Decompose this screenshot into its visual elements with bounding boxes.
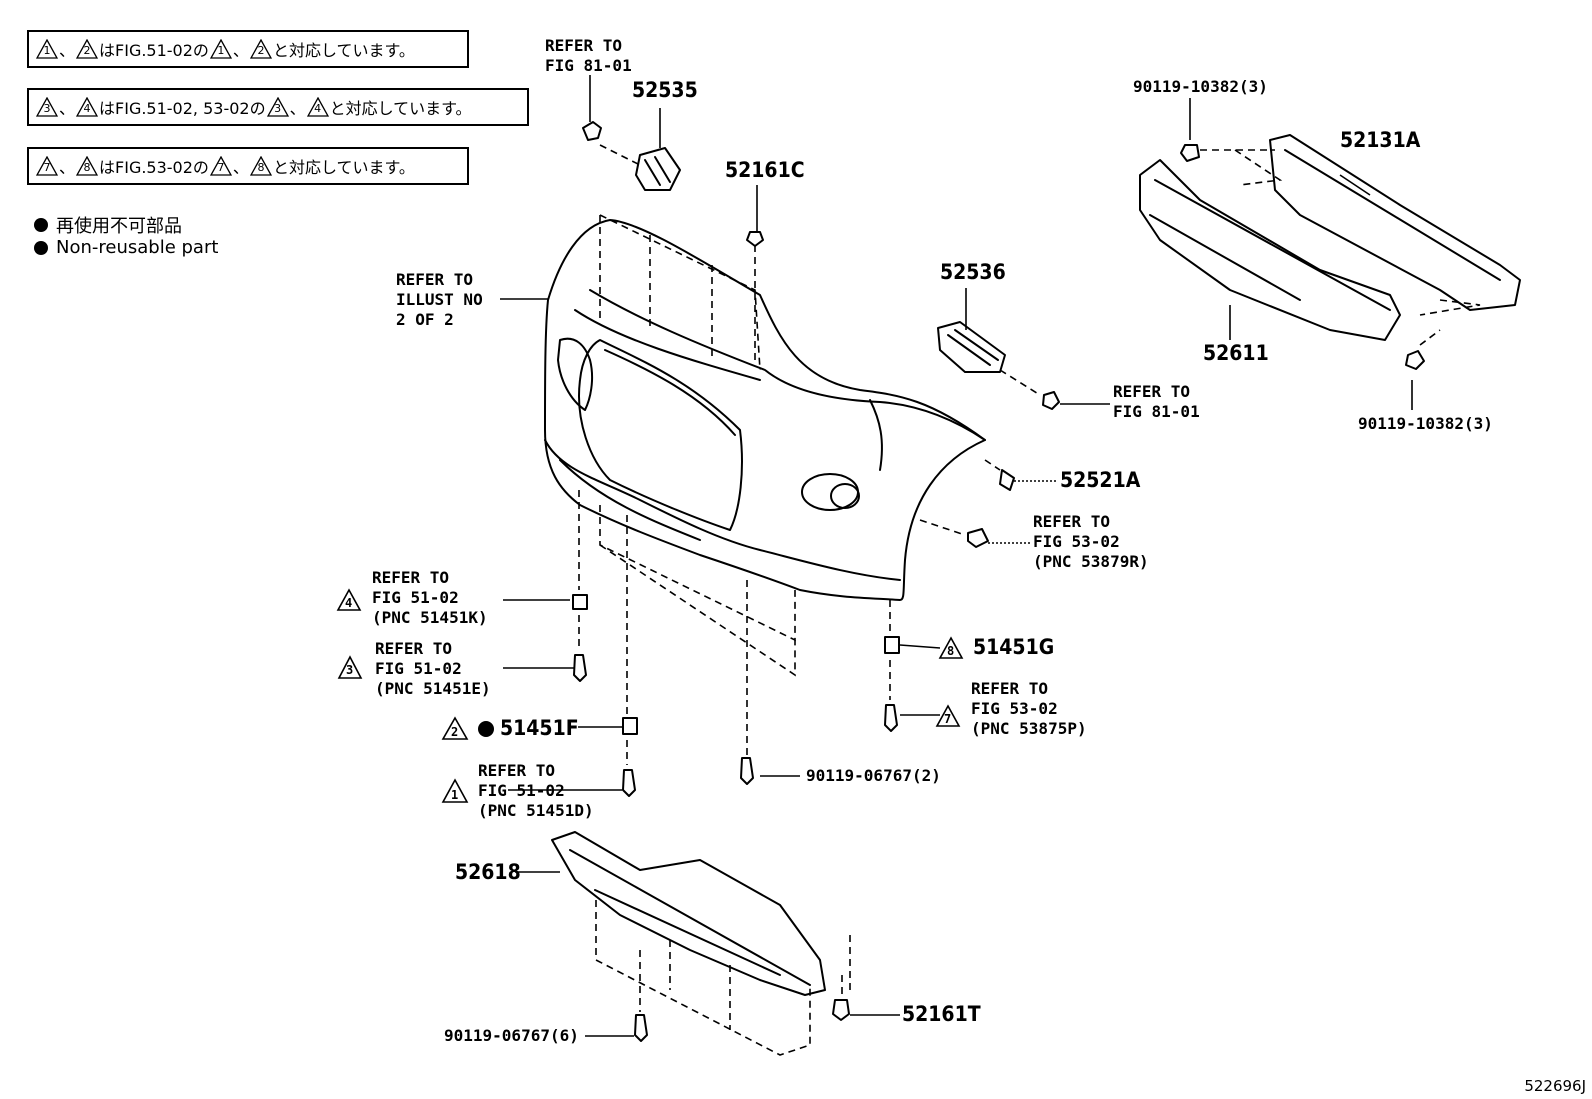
triangle-4-icon: 4	[306, 97, 329, 117]
note-text: はFIG.53-02の	[99, 158, 209, 177]
legend-en: Non-reusable part	[34, 237, 218, 258]
triangle-7-icon: 7	[209, 156, 232, 176]
bullet-icon	[34, 218, 48, 232]
note-text: はFIG.51-02の	[99, 41, 209, 60]
triangle-7-marker	[935, 704, 961, 727]
note-text: と対応しています。	[272, 158, 415, 177]
non-reusable-dot-icon	[478, 721, 494, 737]
note-separator: 、	[232, 41, 249, 60]
triangle-1-marker	[441, 778, 469, 803]
legend-jp-text: 再使用不可部品	[56, 216, 182, 237]
triangle-1-icon: 1	[209, 39, 232, 59]
tri-digit-4: 4	[345, 596, 353, 610]
triangle-3-icon: 3	[266, 97, 289, 117]
note-separator: 、	[232, 158, 249, 177]
note-box-1: 1 、 2 はFIG.51-02の 1 、 2 と対応しています。	[27, 30, 469, 68]
note-box-2: 3 、 4 はFIG.51-02, 53-02の 3 、 4 と対応しています。	[27, 88, 529, 126]
note-box-3: 7 、 8 はFIG.53-02の 7 、 8 と対応しています。	[27, 147, 469, 185]
label-52611: 52611	[1203, 341, 1269, 365]
triangle-8-icon: 8	[249, 156, 272, 176]
label-refer-fig-81-01-top: REFER TO FIG 81-01	[545, 36, 632, 75]
label-90119-10382-top: 90119-10382(3)	[1133, 77, 1268, 96]
under-cover-52618	[551, 831, 826, 996]
label-refer-pnc-51451D: REFER TO FIG 51-02 (PNC 51451D)	[478, 761, 594, 820]
label-52618: 52618	[455, 860, 521, 884]
label-51451F: 51451F	[500, 716, 579, 740]
label-52521A: 52521A	[1060, 468, 1141, 492]
absorber-52611	[1139, 159, 1401, 341]
tri-digit-2: 2	[451, 725, 459, 739]
label-refer-illust: REFER TO ILLUST NO 2 OF 2	[396, 270, 483, 329]
label-52161T: 52161T	[902, 1002, 981, 1026]
figure-code: 522696J	[1524, 1077, 1586, 1095]
label-51451G: 51451G	[973, 635, 1055, 659]
grille-opening	[578, 339, 743, 531]
note-text: と対応しています。	[272, 41, 415, 60]
tri-digit-8: 8	[947, 644, 955, 658]
triangle-4-icon: 4	[76, 97, 99, 117]
triangle-3-marker	[337, 655, 363, 679]
note-separator: 、	[289, 99, 306, 118]
triangle-8-marker	[938, 636, 964, 659]
note-separator: 、	[59, 99, 76, 118]
label-90119-06767-6: 90119-06767(6)	[444, 1026, 579, 1045]
triangle-8-icon: 8	[76, 156, 99, 176]
bracket-52535	[635, 147, 681, 191]
label-52536: 52536	[940, 260, 1006, 284]
triangle-4-marker	[336, 588, 362, 611]
note-text: と対応しています。	[329, 99, 472, 118]
tri-digit-3: 3	[346, 663, 354, 677]
label-refer-pnc-53879R: REFER TO FIG 53-02 (PNC 53879R)	[1033, 512, 1149, 571]
legend-en-text: Non-reusable part	[56, 237, 219, 258]
label-90119-10382-bottom: 90119-10382(3)	[1358, 414, 1493, 433]
tri-digit-1: 1	[451, 788, 459, 802]
bracket-52536	[937, 321, 1006, 373]
triangle-2-icon: 2	[249, 39, 272, 59]
triangle-2-marker	[441, 716, 469, 740]
label-refer-pnc-51451K: REFER TO FIG 51-02 (PNC 51451K)	[372, 568, 488, 627]
front-bumper-cover	[544, 219, 986, 601]
note-separator: 、	[59, 41, 76, 60]
label-90119-06767-2: 90119-06767(2)	[806, 766, 941, 785]
legend-jp: 再使用不可部品	[34, 212, 182, 238]
label-refer-pnc-51451E: REFER TO FIG 51-02 (PNC 51451E)	[375, 639, 491, 698]
note-text: はFIG.51-02, 53-02の	[99, 99, 266, 118]
label-52131A: 52131A	[1340, 128, 1421, 152]
triangle-1-icon: 1	[36, 39, 58, 59]
label-52161C: 52161C	[725, 158, 805, 182]
fog-lamp-recess	[801, 473, 859, 511]
triangle-2-icon: 2	[76, 39, 99, 59]
reinforcement-52131A	[1269, 134, 1521, 311]
triangle-3-icon: 3	[36, 97, 58, 117]
note-separator: 、	[59, 158, 76, 177]
label-refer-pnc-53875P: REFER TO FIG 53-02 (PNC 53875P)	[971, 679, 1087, 738]
tri-digit-7: 7	[944, 712, 952, 726]
bullet-icon	[34, 240, 48, 255]
triangle-7-icon: 7	[36, 156, 58, 176]
fastener-group	[572, 121, 1425, 1042]
label-52535: 52535	[632, 78, 698, 102]
label-refer-fig-81-01-mid: REFER TO FIG 81-01	[1113, 382, 1200, 421]
